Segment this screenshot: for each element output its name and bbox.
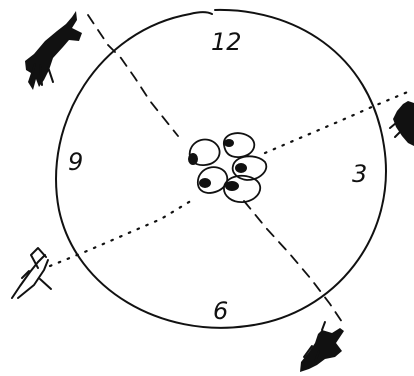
wolf-icon (25, 11, 82, 90)
hour-label-3: 3 (352, 160, 367, 188)
sheep-herd-icon (188, 133, 266, 202)
hour-label-6: 6 (213, 297, 228, 325)
dotted-line-lower-left (50, 199, 194, 266)
hour-label-12: 12 (211, 28, 242, 56)
hour-label-9: 9 (68, 148, 83, 176)
dashed-line-lower-right (244, 201, 342, 322)
wolf-icon (390, 101, 414, 146)
dotted-line-upper-right (265, 91, 410, 153)
hour-labels: 12 3 6 9 (68, 28, 367, 325)
sheep-icon (224, 133, 254, 157)
wolf-icon (300, 322, 344, 372)
wolf-icon (12, 248, 51, 298)
sheep-icon (188, 140, 220, 166)
sheep-icon (198, 167, 227, 193)
dashed-line-upper-left (88, 15, 178, 136)
